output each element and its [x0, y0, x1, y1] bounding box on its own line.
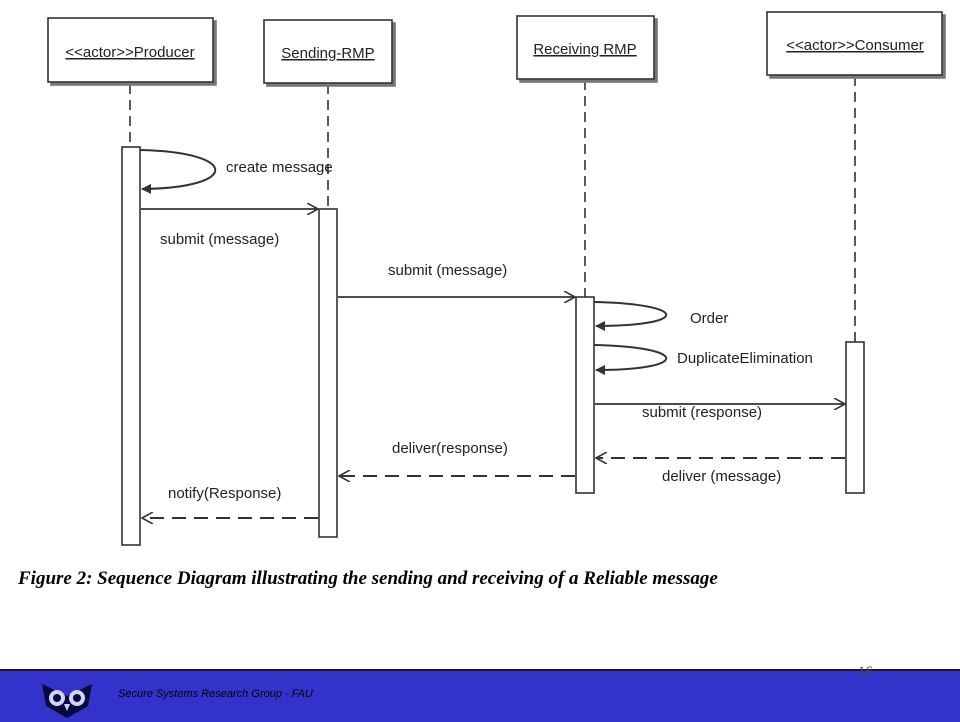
figure-caption: Figure 2: Sequence Diagram illustrating … — [18, 568, 718, 589]
message-create-message-label: create message — [226, 159, 333, 176]
lifeline-producer-label: <<actor>>Producer — [65, 44, 194, 61]
lifeline-sending: Sending-RMP — [263, 19, 393, 538]
lifeline-receiving-header — [516, 15, 655, 80]
message-submit-response-label: submit (response) — [642, 404, 762, 421]
message-deliver-response-label: deliver(response) — [392, 440, 508, 457]
lifeline-sending-label: Sending-RMP — [281, 45, 374, 62]
lifeline-receiving-label: Receiving RMP — [533, 41, 636, 58]
activation-bar-producer — [121, 146, 141, 546]
lifeline-sending-header — [263, 19, 393, 84]
message-notify-response-label: notify(Response) — [168, 485, 281, 502]
activation-bar-sending — [318, 208, 338, 538]
lifeline-receiving: Receiving RMP — [516, 15, 655, 494]
lifeline-producer-header — [47, 17, 214, 83]
lifeline-producer: <<actor>>Producer — [47, 17, 214, 546]
sequence-diagram: <<actor>>Producer Sending-RMP Receiving … — [47, 11, 943, 546]
message-order-label: Order — [690, 310, 728, 327]
message-deliver-message-label: deliver (message) — [662, 468, 781, 485]
message-submit-message-2-label: submit (message) — [388, 262, 507, 279]
activation-bar-consumer — [845, 341, 865, 494]
lifeline-consumer-label: <<actor>>Consumer — [786, 37, 924, 54]
activation-bar-receiving — [575, 296, 595, 494]
message-duplicate-elimination-label: DuplicateElimination — [677, 350, 813, 367]
page-number: 16 — [858, 664, 873, 680]
footer-bar: Secure Systems Research Group - FAU — [0, 669, 960, 722]
message-create-message-arrow — [139, 149, 217, 194]
message-duplicate-elimination-arrow — [593, 344, 667, 375]
message-order-arrow — [593, 301, 667, 331]
lifeline-consumer-header — [766, 11, 943, 76]
message-submit-message-1-label: submit (message) — [160, 231, 279, 248]
lifeline-consumer: <<actor>>Consumer — [766, 11, 943, 494]
footer-text: Secure Systems Research Group - FAU — [118, 688, 313, 700]
owl-logo-icon — [38, 676, 96, 720]
